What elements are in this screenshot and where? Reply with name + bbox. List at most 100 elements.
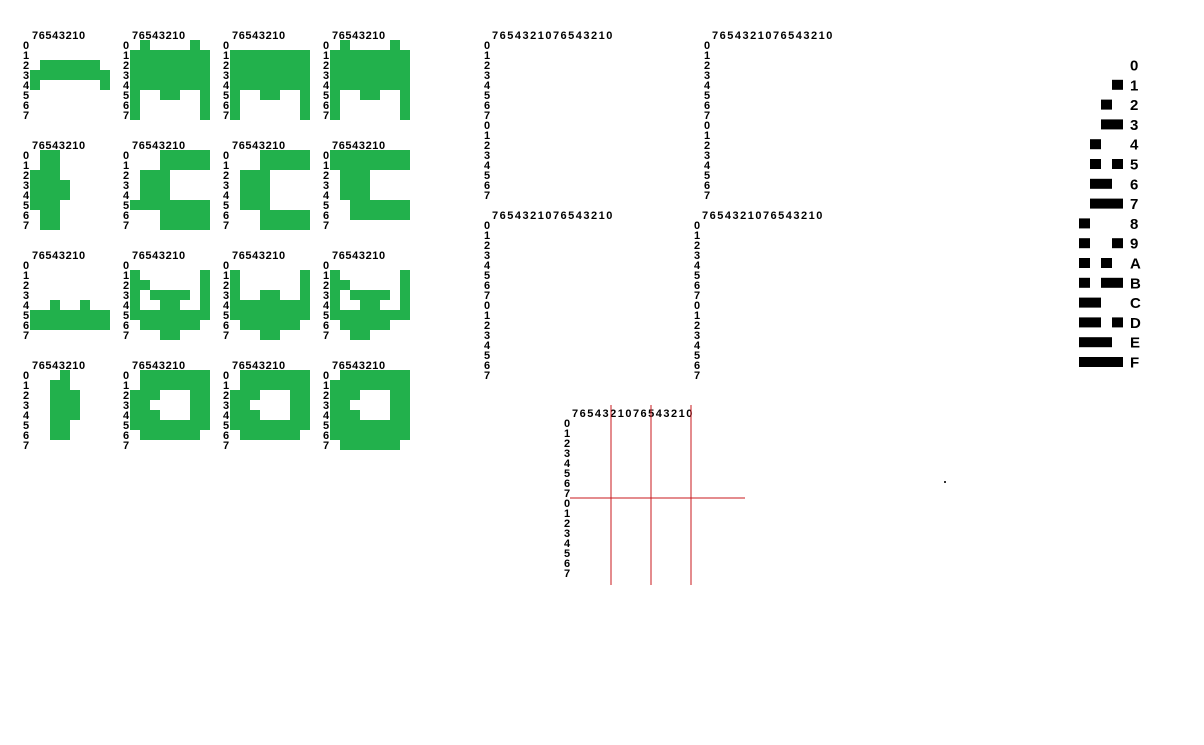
sprite-pixel — [260, 80, 270, 90]
sprite-pixel — [370, 80, 380, 90]
sprite-row-label: 2 — [223, 170, 229, 182]
frame-row-label: 5 — [484, 350, 490, 362]
frame-row-label: 2 — [694, 320, 700, 332]
sprite-row-label: 6 — [23, 210, 29, 222]
sprite-pixel — [300, 300, 310, 310]
sprite-pixel — [300, 210, 310, 220]
frame-row-label: 3 — [484, 250, 490, 262]
sprite-row-label: 0 — [223, 370, 229, 382]
sprite-pixel — [100, 80, 110, 90]
sprite-pixel — [330, 90, 340, 100]
sprite-pixel — [240, 60, 250, 70]
sprite-pixel — [370, 60, 380, 70]
sprite-pixel — [390, 400, 400, 410]
sprite-pixel — [60, 380, 70, 390]
frame-row-label: 3 — [484, 70, 490, 82]
sprite-pixel — [40, 70, 50, 80]
frame-row-label: 1 — [694, 230, 700, 242]
sprite-row-label: 4 — [23, 410, 30, 422]
sprite-pixel — [190, 390, 200, 400]
sprite-pixel — [30, 320, 40, 330]
frame-row-label: 4 — [694, 260, 701, 272]
sprite-row-label: 5 — [223, 420, 229, 432]
sprite-pixel — [240, 50, 250, 60]
sprite-pixel — [260, 300, 270, 310]
sprite-pixel — [400, 50, 410, 60]
sprite-pixel — [260, 290, 270, 300]
sprite-row-label: 5 — [123, 200, 129, 212]
sprite-pixel — [350, 370, 360, 380]
sprite-pixel — [250, 380, 260, 390]
sprite-row-label: 0 — [23, 40, 29, 52]
sprite-pixel — [140, 170, 150, 180]
sprite-row-label: 5 — [123, 310, 129, 322]
sprite-pixel — [200, 270, 210, 280]
sprite-pixel — [300, 380, 310, 390]
sprite-row-label: 0 — [23, 150, 29, 162]
sprite-pixel — [140, 310, 150, 320]
frame-row-label: 6 — [704, 180, 710, 192]
hex-label: F — [1130, 355, 1139, 372]
sprite-row-label: 6 — [223, 430, 229, 442]
sprite-row-label: 1 — [23, 270, 29, 282]
nibble-bit — [1079, 277, 1090, 288]
sprite-pixel — [160, 210, 170, 220]
sprite-pixel — [290, 320, 300, 330]
sprite-row-label: 1 — [123, 160, 129, 172]
sprite-row-label: 0 — [123, 40, 129, 52]
nibble-bit — [1101, 357, 1112, 367]
guide-row-label: 7 — [564, 568, 570, 580]
sprite-pixel — [380, 430, 390, 440]
sprite-pixel — [300, 90, 310, 100]
sprite-pixel — [40, 60, 50, 70]
sprite-column-header: 76543210 — [132, 140, 186, 152]
sprite-pixel — [280, 420, 290, 430]
sprite-row-label: 7 — [23, 110, 29, 122]
sprite-pixel — [60, 400, 70, 410]
sprite-pixel — [150, 410, 160, 420]
nibble-bit — [1090, 337, 1101, 348]
sprite-pixel — [300, 370, 310, 380]
frame-row-label: 0 — [704, 40, 710, 52]
sprite-pixel — [50, 390, 60, 400]
sprite-row-label: 7 — [223, 330, 229, 342]
frame-row-label: 3 — [484, 330, 490, 342]
sprite-pixel — [330, 110, 340, 120]
sprite-pixel — [330, 400, 340, 410]
sprite-pixel — [370, 370, 380, 380]
sprite-pixel — [170, 60, 180, 70]
sprite-pixel — [330, 150, 340, 160]
sprite-pixel — [360, 170, 370, 180]
sprite-pixel — [160, 60, 170, 70]
sprite-pixel — [400, 380, 410, 390]
sprite-pixel — [70, 400, 80, 410]
sprite-pixel — [280, 60, 290, 70]
frame-row-label: 0 — [484, 40, 490, 52]
sprite-pixel — [400, 160, 410, 170]
frame-row-label: 7 — [694, 370, 700, 382]
sprite-row-label: 4 — [223, 80, 230, 92]
sprite-pixel — [350, 310, 360, 320]
frame-row-label: 1 — [704, 50, 710, 62]
sprite-pixel — [350, 70, 360, 80]
sprite-pixel — [280, 70, 290, 80]
sprite-pixel — [160, 190, 170, 200]
sprite-pixel — [340, 320, 350, 330]
sprite-row-label: 3 — [223, 180, 229, 192]
sprite-pixel — [190, 210, 200, 220]
sprite-pixel — [180, 310, 190, 320]
sprite-pixel — [160, 220, 170, 230]
sprite-pixel — [390, 440, 400, 450]
sprite-pixel — [340, 430, 350, 440]
sprite-pixel — [350, 330, 360, 340]
sprite-pixel — [370, 90, 380, 100]
sprite-pixel — [240, 420, 250, 430]
sprite-pixel — [390, 60, 400, 70]
sprite-pixel — [150, 60, 160, 70]
sprite-pixel — [150, 420, 160, 430]
sprite-pixel — [370, 420, 380, 430]
sprite-pixel — [160, 420, 170, 430]
sprite-pixel — [50, 180, 60, 190]
